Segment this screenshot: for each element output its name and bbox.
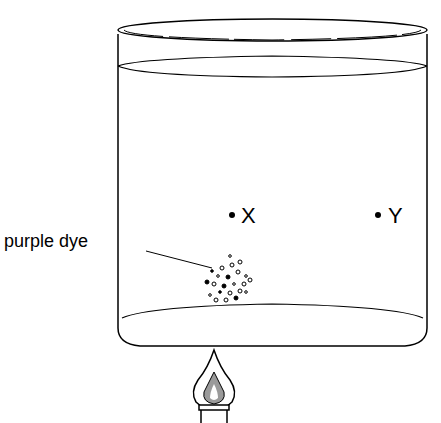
point-label: X	[241, 205, 256, 227]
rim-inner	[124, 30, 421, 40]
dye-particle	[219, 291, 222, 294]
point-dot	[229, 212, 235, 218]
water-surface	[118, 66, 427, 77]
dye-particle	[212, 282, 216, 286]
dye-particle	[230, 263, 234, 267]
dye-particle	[222, 284, 226, 288]
dye-particle	[238, 260, 242, 264]
dye-particle	[238, 289, 242, 293]
point-label: Y	[388, 205, 403, 227]
dye-particle	[229, 255, 232, 258]
leader-line	[146, 251, 212, 268]
dye-particle	[233, 283, 236, 286]
dye-particle	[245, 291, 248, 294]
dye-particle	[211, 270, 214, 273]
dye-particle	[248, 278, 252, 282]
dye-particle	[245, 275, 248, 278]
dye-particle	[209, 294, 212, 297]
dye-particle	[226, 275, 230, 279]
dye-particle	[220, 266, 224, 270]
dye-label: purple dye	[4, 232, 88, 250]
bunsen-burner	[193, 350, 234, 423]
dye-particle	[217, 275, 220, 278]
dye-particle	[224, 298, 228, 302]
dye-particle	[205, 280, 209, 284]
beaker-wall	[118, 34, 427, 346]
point-dot	[375, 212, 381, 218]
dye-particle	[214, 298, 218, 302]
dye-particle	[236, 270, 240, 274]
beaker-rim	[118, 19, 427, 41]
dye-particle	[228, 291, 232, 295]
water-surface	[118, 56, 427, 66]
dye-particles	[205, 255, 252, 302]
beaker-bottom	[122, 304, 423, 318]
dye-particle	[242, 282, 246, 286]
dye-particle	[234, 296, 238, 300]
